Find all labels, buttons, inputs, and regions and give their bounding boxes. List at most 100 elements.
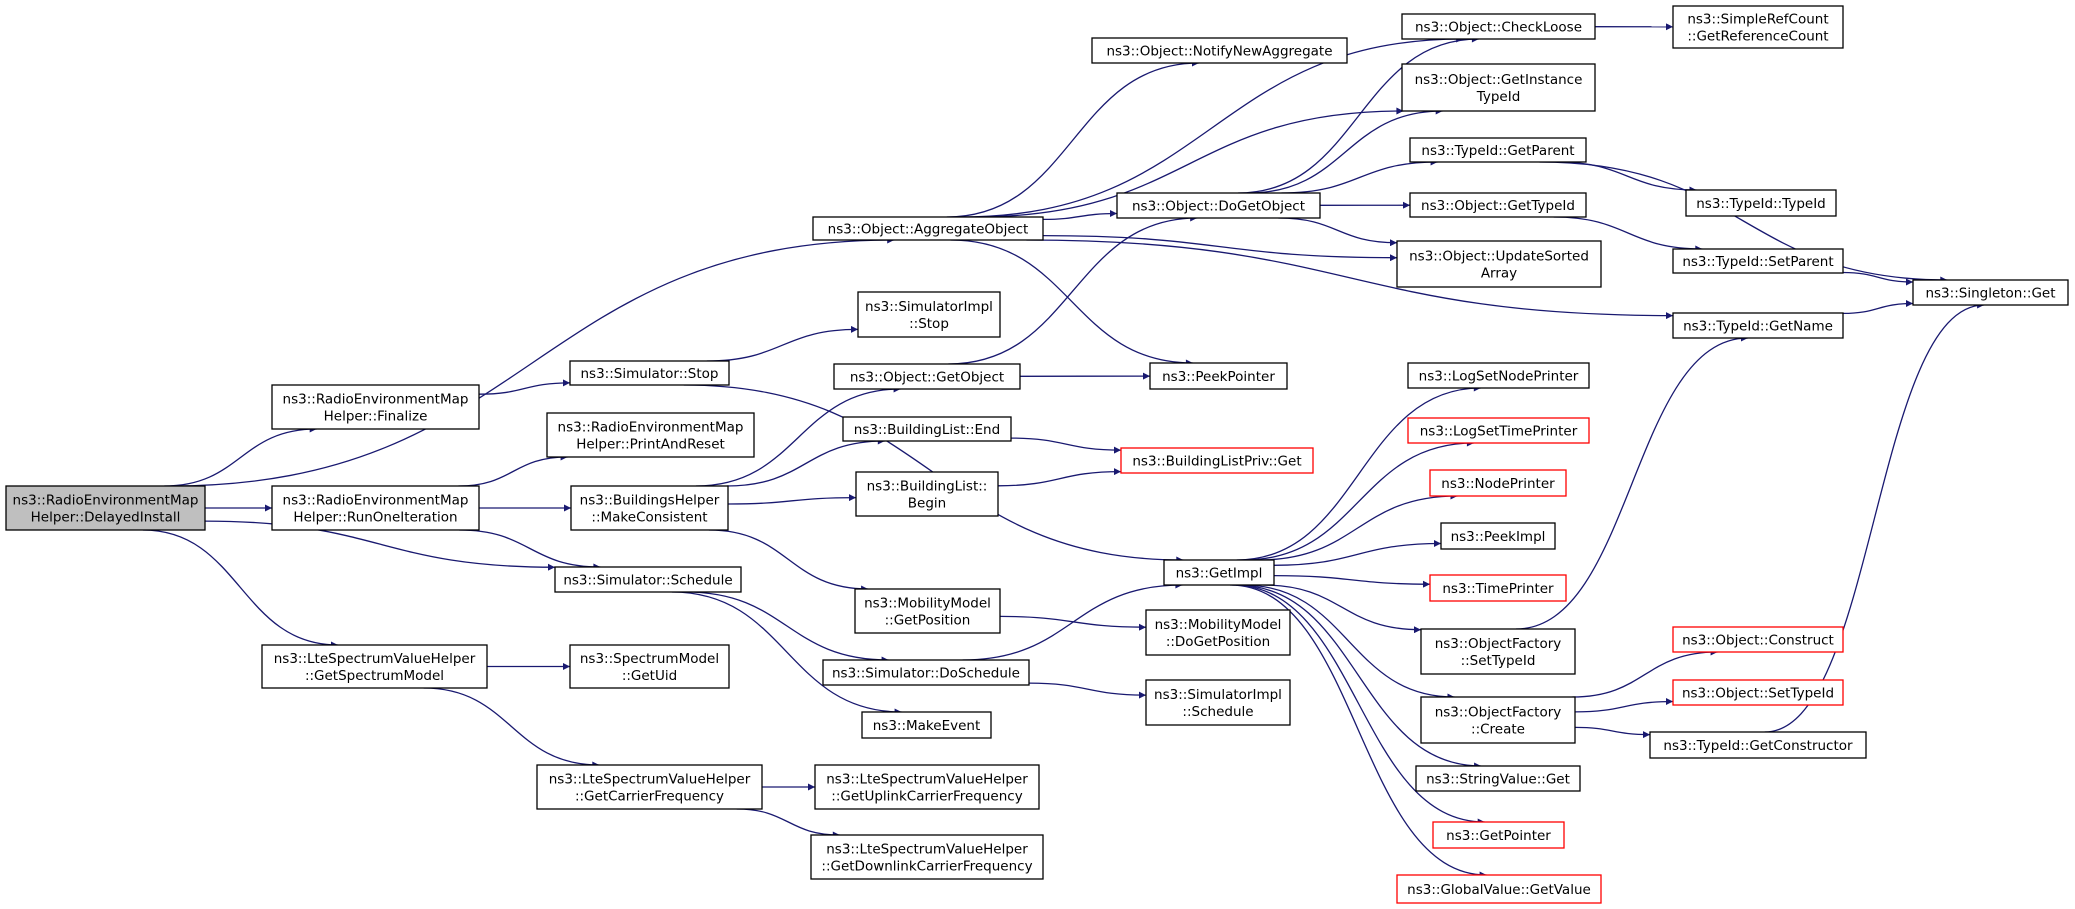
node-box bbox=[1116, 192, 1321, 219]
node-label: ns3::Object::GetTypeId bbox=[1421, 198, 1575, 214]
graph-node-n36[interactable]: ns3::LteSpectrumValueHelper::GetDownlink… bbox=[810, 834, 1044, 880]
edge-n30-n31 bbox=[1028, 682, 1147, 699]
graph-node-n43[interactable]: ns3::ObjectFactory::Create bbox=[1420, 696, 1576, 744]
node-label: ::DoGetPosition bbox=[1166, 634, 1270, 650]
edge-n1-n14 bbox=[1042, 234, 1398, 262]
graph-node-n0[interactable]: ns3::RadioEnvironmentMapHelper::DelayedI… bbox=[5, 485, 206, 531]
node-box bbox=[1407, 362, 1590, 389]
graph-node-n15[interactable]: ns3::TypeId::SetParent bbox=[1672, 248, 1844, 274]
node-label: ns3::Object::CheckLoose bbox=[1415, 20, 1582, 36]
graph-node-n41[interactable]: ns3::TimePrinter bbox=[1429, 574, 1567, 602]
graph-node-n3[interactable]: ns3::RadioEnvironmentMapHelper::RunOneIt… bbox=[271, 485, 480, 531]
graph-node-n49[interactable]: ns3::TypeId::GetConstructor bbox=[1649, 731, 1867, 759]
node-label: ns3::MakeEvent bbox=[873, 718, 981, 734]
node-box bbox=[1401, 63, 1596, 112]
edge-n27-n42 bbox=[1263, 584, 1422, 634]
graph-node-n11[interactable]: ns3::TypeId::TypeId bbox=[1685, 189, 1837, 217]
graph-node-n19[interactable]: ns3::SimulatorImpl::Stop bbox=[857, 291, 1001, 338]
graph-node-n30[interactable]: ns3::Simulator::DoSchedule bbox=[822, 659, 1030, 686]
node-box bbox=[1145, 609, 1291, 656]
node-label: Begin bbox=[908, 496, 946, 512]
graph-node-n37[interactable]: ns3::LogSetNodePrinter bbox=[1407, 362, 1590, 389]
graph-node-n16[interactable]: ns3::Singleton::Get bbox=[1912, 279, 2069, 306]
node-label: ns3::Singleton::Get bbox=[1925, 286, 2055, 302]
graph-node-n28[interactable]: ns3::MobilityModel::GetPosition bbox=[854, 588, 1001, 634]
node-label: ns3::PeekImpl bbox=[1451, 529, 1546, 545]
graph-node-n29[interactable]: ns3::MobilityModel::DoGetPosition bbox=[1145, 609, 1291, 656]
node-box bbox=[5, 485, 206, 531]
node-label: ::GetUplinkCarrierFrequency bbox=[831, 789, 1022, 805]
node-box bbox=[1672, 5, 1844, 49]
edge-n1-n7 bbox=[960, 35, 1464, 218]
graph-node-n8[interactable]: ns3::SimpleRefCount::GetReferenceCount bbox=[1672, 5, 1844, 49]
graph-node-n13[interactable]: ns3::Object::GetTypeId bbox=[1409, 192, 1587, 218]
edge-n27-n38 bbox=[1243, 439, 1474, 561]
node-box bbox=[812, 216, 1044, 241]
node-label: ns3::Object::GetInstance bbox=[1415, 72, 1583, 88]
graph-node-n33[interactable]: ns3::SpectrumModel::GetUid bbox=[569, 644, 730, 689]
graph-node-n27[interactable]: ns3::GetImpl bbox=[1163, 559, 1275, 586]
graph-node-n22[interactable]: ns3::RadioEnvironmentMapHelper::PrintAnd… bbox=[546, 412, 755, 458]
node-label: ns3::LteSpectrumValueHelper bbox=[549, 772, 751, 788]
node-box bbox=[1149, 362, 1288, 390]
graph-node-n39[interactable]: ns3::NodePrinter bbox=[1429, 469, 1567, 497]
node-label: ns3::Object::AggregateObject bbox=[828, 222, 1029, 238]
node-label: ::Create bbox=[1471, 722, 1525, 738]
edge-n1-n17 bbox=[1026, 239, 1674, 320]
graph-node-n23[interactable]: ns3::BuildingList::End bbox=[842, 416, 1012, 442]
node-label: ::SetTypeId bbox=[1461, 653, 1536, 669]
graph-node-n21[interactable]: ns3::Object::GetObject bbox=[833, 363, 1021, 390]
node-box bbox=[1672, 312, 1844, 339]
node-label: ::GetReferenceCount bbox=[1687, 29, 1828, 45]
node-box bbox=[1396, 874, 1602, 904]
graph-node-n40[interactable]: ns3::PeekImpl bbox=[1440, 522, 1556, 550]
graph-node-n20[interactable]: ns3::Simulator::Stop bbox=[569, 360, 730, 386]
graph-node-n5[interactable]: ns3::LteSpectrumValueHelper::GetSpectrum… bbox=[261, 644, 488, 689]
node-label: TypeId bbox=[1476, 89, 1521, 105]
graph-node-n45[interactable]: ns3::GetPointer bbox=[1432, 821, 1565, 849]
graph-node-n48[interactable]: ns3::Object::SetTypeId bbox=[1672, 679, 1844, 706]
node-box bbox=[855, 471, 999, 517]
graph-node-n18[interactable]: ns3::PeekPointer bbox=[1149, 362, 1288, 390]
graph-node-n25[interactable]: ns3::BuildingsHelper::MakeConsistent bbox=[570, 485, 729, 531]
edge-n12-n7 bbox=[1238, 35, 1479, 194]
graph-node-n24[interactable]: ns3::BuildingListPriv::Get bbox=[1120, 447, 1314, 474]
graph-node-n47[interactable]: ns3::Object::Construct bbox=[1672, 626, 1844, 653]
graph-node-n17[interactable]: ns3::TypeId::GetName bbox=[1672, 312, 1844, 339]
graph-node-n6[interactable]: ns3::Object::NotifyNewAggregate bbox=[1091, 37, 1348, 64]
edge-n27-n44 bbox=[1235, 584, 1482, 770]
graph-node-n31[interactable]: ns3::SimulatorImpl::Schedule bbox=[1145, 679, 1291, 726]
graph-node-n26[interactable]: ns3::BuildingList::Begin bbox=[855, 471, 999, 517]
graph-node-n34[interactable]: ns3::LteSpectrumValueHelper::GetCarrierF… bbox=[536, 764, 763, 810]
edge-n1-n9 bbox=[974, 107, 1404, 218]
edge-n23-n24 bbox=[1010, 437, 1122, 454]
node-label: ns3::SimulatorImpl bbox=[1154, 687, 1282, 703]
edge-n0-n2 bbox=[164, 425, 317, 487]
graph-node-n46[interactable]: ns3::GlobalValue::GetValue bbox=[1396, 874, 1602, 904]
node-label: ns3::SpectrumModel bbox=[580, 651, 719, 667]
graph-node-n1[interactable]: ns3::Object::AggregateObject bbox=[812, 216, 1044, 241]
graph-node-n32[interactable]: ns3::MakeEvent bbox=[861, 711, 992, 739]
node-box bbox=[1672, 626, 1844, 653]
edges-layer bbox=[142, 23, 1985, 879]
node-label: ns3::BuildingList:: bbox=[867, 479, 988, 495]
graph-node-n12[interactable]: ns3::Object::DoGetObject bbox=[1116, 192, 1321, 219]
graph-node-n42[interactable]: ns3::ObjectFactory::SetTypeId bbox=[1420, 628, 1576, 675]
node-box bbox=[1672, 679, 1844, 706]
edge-n26-n24 bbox=[997, 468, 1122, 487]
edge-n3-n22 bbox=[458, 453, 568, 487]
edge-n25-n28 bbox=[708, 529, 869, 593]
graph-node-n4[interactable]: ns3::Simulator::Schedule bbox=[554, 566, 742, 593]
graph-node-n10[interactable]: ns3::TypeId::GetParent bbox=[1409, 137, 1587, 163]
graph-node-n44[interactable]: ns3::StringValue::Get bbox=[1415, 765, 1581, 792]
node-label: ns3::Object::UpdateSorted bbox=[1409, 249, 1589, 265]
edge-n1-n18 bbox=[950, 239, 1193, 367]
graph-node-n38[interactable]: ns3::LogSetTimePrinter bbox=[1407, 417, 1590, 444]
graph-node-n35[interactable]: ns3::LteSpectrumValueHelper::GetUplinkCa… bbox=[814, 764, 1040, 810]
node-label: ns3::ObjectFactory bbox=[1435, 636, 1562, 652]
graph-node-n7[interactable]: ns3::Object::CheckLoose bbox=[1401, 13, 1596, 40]
node-box bbox=[261, 644, 488, 689]
